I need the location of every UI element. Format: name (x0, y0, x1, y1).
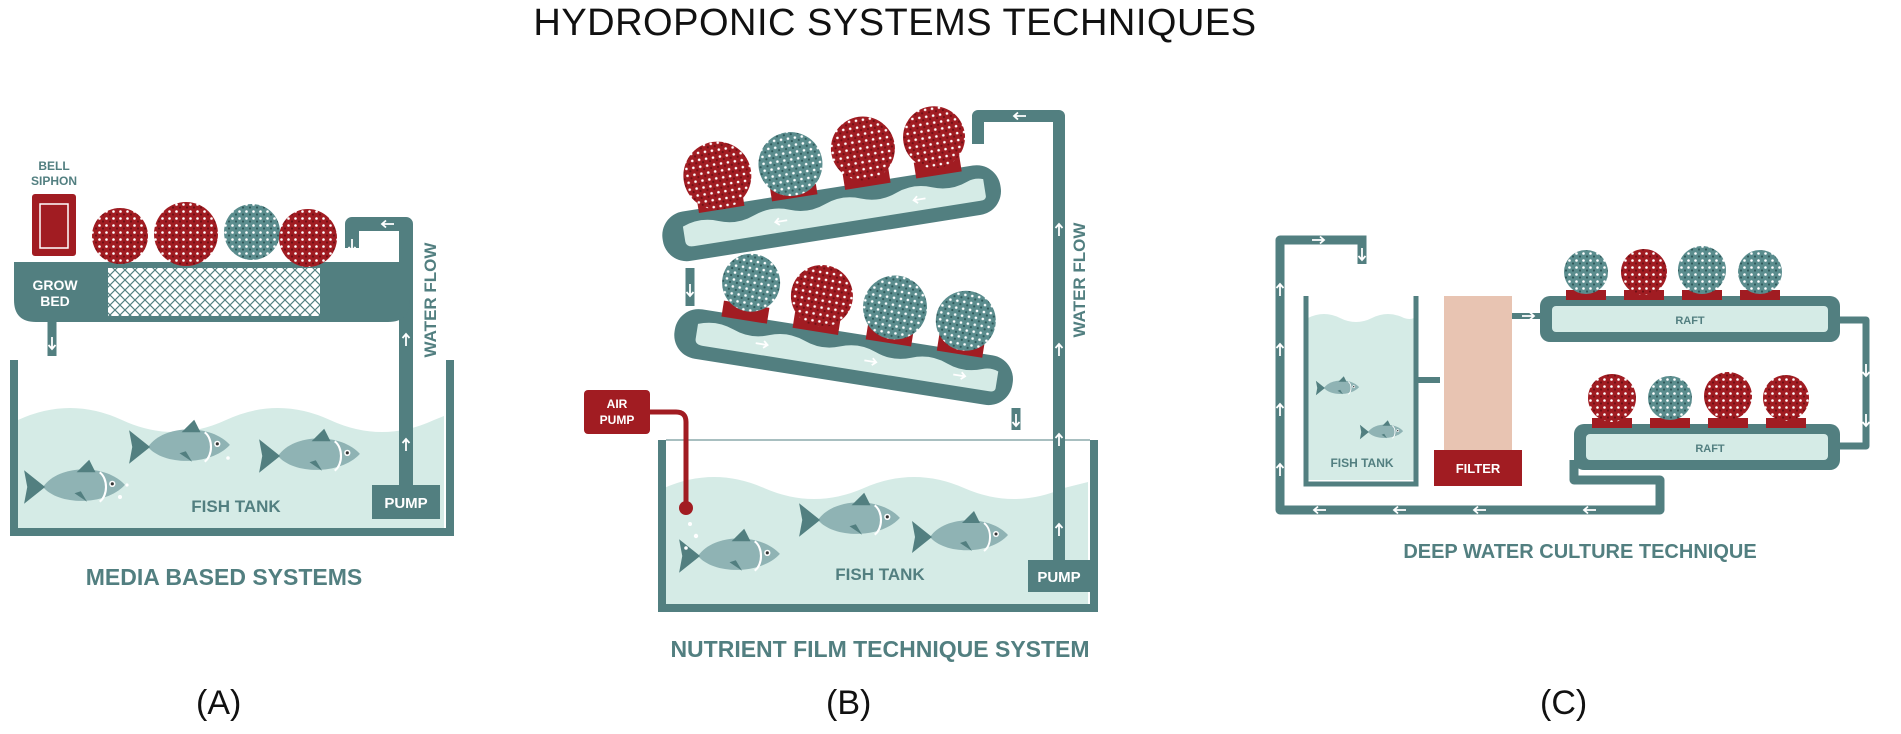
plant-icon (1588, 374, 1636, 422)
plant-icon (790, 264, 853, 327)
bell-siphon-label-1: BELL (38, 159, 69, 173)
plant-icon (224, 204, 280, 260)
pump-label-b: PUMP (1037, 569, 1080, 586)
air-pump-label-1: AIR (607, 397, 628, 411)
raft-channel-top: RAFT (1540, 246, 1840, 342)
plant-icon (1704, 372, 1752, 420)
air-stone (679, 501, 693, 515)
panel-letter-c: (C) (1540, 684, 1588, 722)
plant-icon (683, 141, 752, 210)
plant-icon (1738, 250, 1782, 294)
diagram-title: HYDROPONIC SYSTEMS TECHNIQUES (533, 2, 1257, 44)
filter-column (1444, 296, 1512, 460)
pump-box-b (1028, 560, 1090, 592)
panel-letter-a: (A) (196, 684, 242, 722)
pump-label-a: PUMP (384, 495, 427, 512)
plant-icon (935, 290, 996, 351)
bell-siphon (32, 194, 76, 256)
fish-tank-a (10, 360, 454, 536)
plant-icon (863, 275, 928, 340)
plant-icon (903, 106, 966, 169)
plant-icon (1648, 376, 1692, 420)
fish-tank-label-b: FISH TANK (835, 565, 925, 584)
panel-c: FISH TANK FILTER RAFT (1275, 235, 1871, 563)
nft-channel-bottom (674, 253, 1013, 406)
fish-tank-label-c: FISH TANK (1330, 456, 1393, 470)
plant-icon (722, 253, 781, 312)
plant-icon (1763, 375, 1809, 421)
air-pump (584, 390, 650, 434)
filter-box (1434, 450, 1522, 486)
plants-a (92, 202, 337, 267)
panel-a: PUMP WATER FLOW GROW BED BELL SIPHON (10, 159, 454, 590)
plant-icon (154, 202, 218, 266)
fish-tank-c: FISH TANK (1303, 296, 1419, 487)
bell-siphon-label-2: SIPHON (31, 174, 77, 188)
raft-label-top: RAFT (1675, 315, 1705, 327)
water-flow-label-a: WATER FLOW (421, 242, 440, 358)
raft-channel-bottom: RAFT (1574, 372, 1840, 470)
plant-icon (279, 209, 337, 267)
grow-bed-label-2: BED (40, 293, 70, 309)
fish-tank-label-a: FISH TANK (191, 497, 281, 516)
fish-tank-b (658, 439, 1098, 612)
plant-icon (92, 208, 148, 264)
caption-a: MEDIA BASED SYSTEMS (86, 564, 362, 590)
grow-media (108, 268, 320, 316)
plant-icon (830, 116, 895, 181)
pump-box-a (372, 485, 440, 519)
nft-channel-top (662, 106, 1001, 262)
plant-icon (1564, 250, 1608, 294)
filter-label: FILTER (1456, 461, 1501, 476)
plant-icon (758, 132, 823, 197)
caption-c: DEEP WATER CULTURE TECHNIQUE (1403, 541, 1756, 563)
air-pump-label-2: PUMP (600, 413, 635, 427)
plant-icon (1621, 249, 1667, 295)
panel-b: PUMP WATER FLOW (584, 106, 1098, 662)
raft-label-bottom: RAFT (1695, 443, 1725, 455)
caption-b: NUTRIENT FILM TECHNIQUE SYSTEM (670, 636, 1089, 662)
grow-bed-label-1: GROW (32, 277, 78, 293)
water-flow-label-b: WATER FLOW (1070, 222, 1089, 338)
plant-icon (1678, 246, 1726, 294)
panel-letter-b: (B) (826, 684, 872, 722)
